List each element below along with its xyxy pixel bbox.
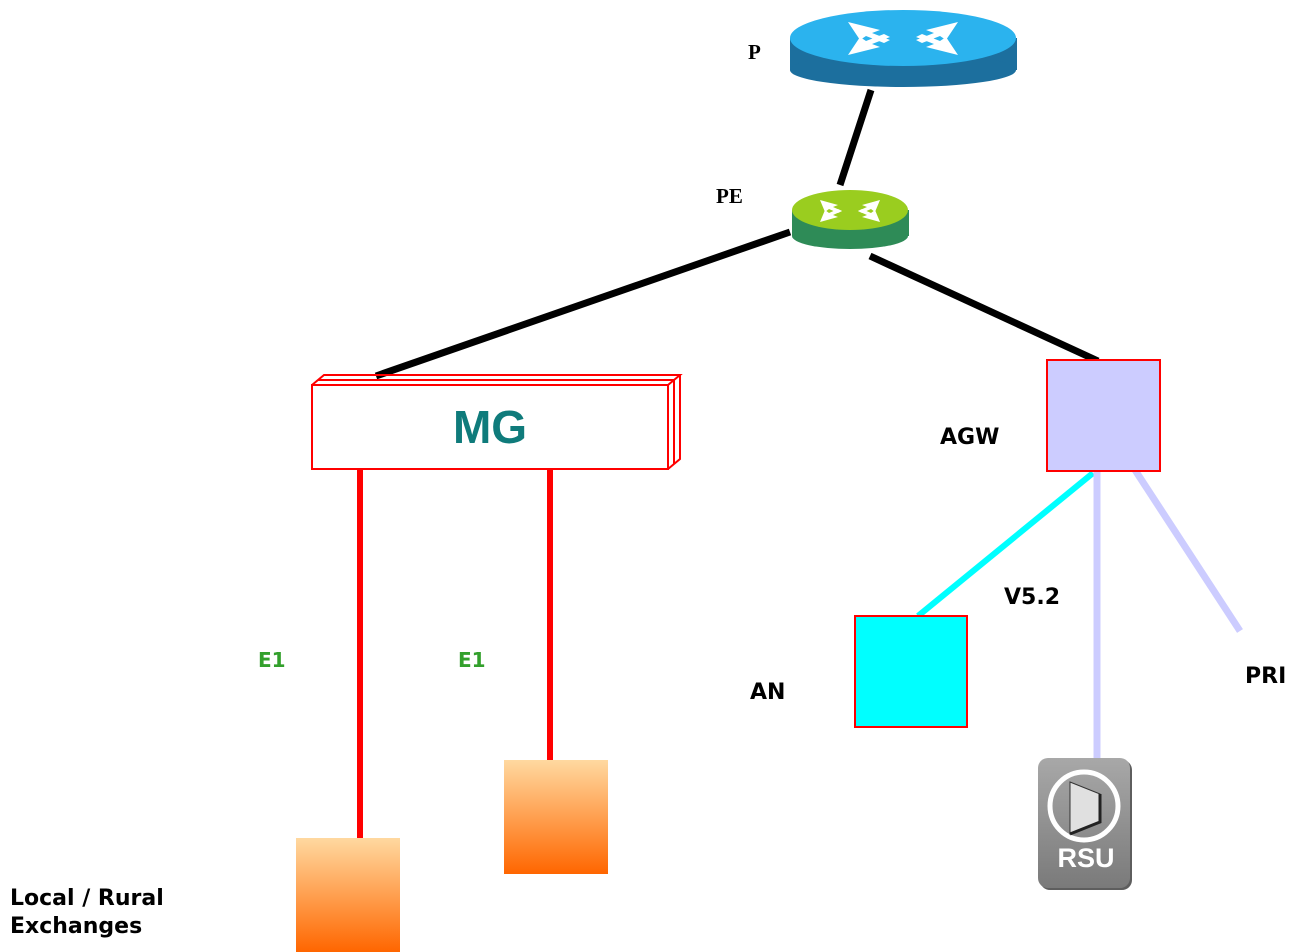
e1-right-label: E1: [458, 648, 486, 672]
agw-box: [1046, 359, 1161, 472]
exchange-box-left: [296, 838, 400, 952]
mg-box: [311, 374, 683, 470]
link-pe-agw: [868, 252, 1100, 365]
exchanges-label-line2: Exchanges: [10, 914, 143, 939]
link-v52: [916, 470, 1095, 619]
link-pri: [1132, 468, 1243, 633]
an-box: [854, 615, 968, 728]
v52-label: V5.2: [1004, 585, 1060, 610]
agw-label: AGW: [940, 425, 1000, 450]
link-p-pe: [836, 88, 875, 187]
rsu-icon: [1038, 758, 1132, 890]
an-label: AN: [750, 680, 786, 705]
pe-router-icon: [792, 190, 909, 249]
exchanges-label-line1: Local / Rural: [10, 886, 164, 911]
mg-label: MG: [452, 401, 528, 453]
p-router-icon: [790, 10, 1017, 87]
e1-left-label: E1: [258, 648, 286, 672]
pri-label: PRI: [1245, 664, 1287, 689]
p-router-label: P: [748, 40, 761, 64]
rsu-label: RSU: [1057, 843, 1115, 873]
pe-router-label: PE: [716, 184, 743, 208]
exchange-box-right: [504, 760, 608, 874]
link-pe-mg: [374, 228, 792, 380]
